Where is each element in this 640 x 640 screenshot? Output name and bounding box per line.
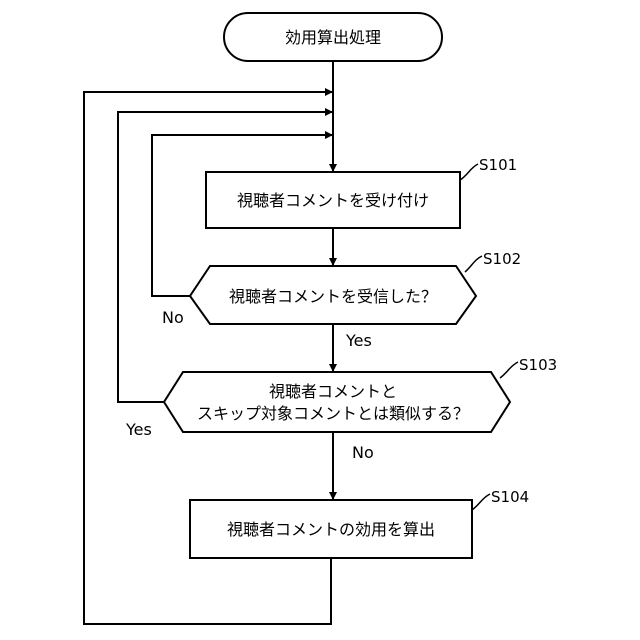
s103-leader [500, 362, 518, 378]
s103-text-line1: 視聴者コメントと [269, 382, 397, 401]
s101-text: 視聴者コメントを受け付け [237, 191, 429, 210]
s101-step-id: S101 [479, 156, 517, 174]
s104-step-id: S104 [491, 488, 529, 506]
decision-s103 [164, 372, 510, 432]
start-label: 効用算出処理 [285, 28, 381, 47]
s102-yes-label: Yes [345, 331, 372, 350]
s103-yes-label: Yes [125, 420, 152, 439]
s103-text-line2: スキップ対象コメントとは類似する？ [197, 404, 469, 423]
s101-leader [460, 164, 478, 180]
s102-no-label: No [162, 308, 184, 327]
s104-text: 視聴者コメントの効用を算出 [227, 520, 435, 539]
s104-leader [472, 494, 490, 510]
s102-leader [465, 256, 482, 272]
s103-step-id: S103 [519, 356, 557, 374]
loop-s103-yes [118, 112, 333, 402]
s103-no-label: No [352, 443, 374, 462]
s102-text: 視聴者コメントを受信した？ [229, 287, 437, 306]
s102-step-id: S102 [483, 250, 521, 268]
